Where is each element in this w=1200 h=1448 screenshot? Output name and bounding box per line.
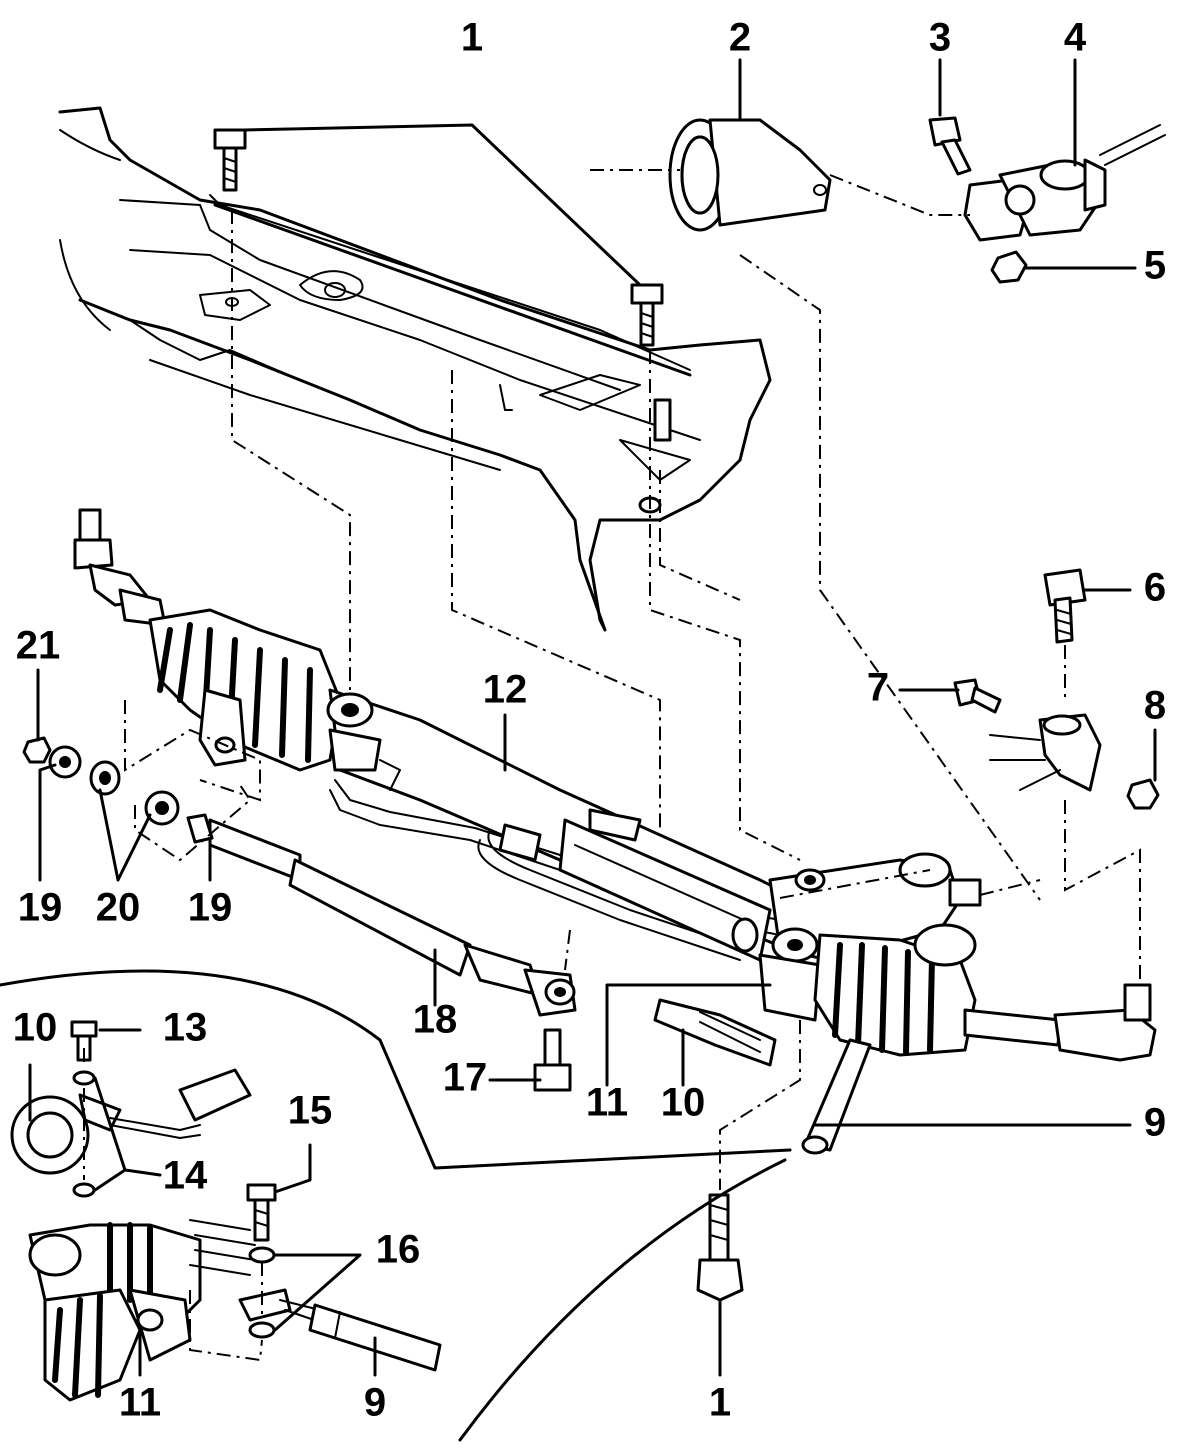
- callout-18: 18: [413, 998, 458, 1042]
- callout-9-inset: 9: [364, 1381, 386, 1425]
- callout-7: 7: [867, 666, 889, 710]
- callout-1-bottom: 1: [709, 1381, 731, 1425]
- callout-19-left: 19: [18, 886, 63, 930]
- callout-1-top: 1: [461, 16, 483, 60]
- callout-11-main: 11: [586, 1081, 628, 1125]
- steering-rack-assembly: [73, 508, 1157, 1062]
- callout-15: 15: [288, 1089, 333, 1133]
- callout-17: 17: [443, 1056, 488, 1100]
- inset-detail: [0, 969, 792, 1442]
- callout-21: 21: [16, 624, 61, 668]
- callout-8: 8: [1144, 684, 1166, 728]
- leader-lines: [28, 58, 1157, 1377]
- fasteners-and-parts: [22, 116, 1166, 1302]
- callout-10-inset: 10: [13, 1006, 58, 1050]
- subframe-crossmember: [58, 106, 772, 632]
- callout-16: 16: [376, 1228, 421, 1272]
- callout-14: 14: [163, 1154, 208, 1198]
- callout-labels: 1 2 3 4 5 6 7 8 21 12 19 20 19 18 17 11 …: [13, 16, 1166, 1425]
- callout-4: 4: [1064, 16, 1087, 60]
- callout-2: 2: [729, 16, 751, 60]
- callout-3: 3: [929, 16, 951, 60]
- callout-5: 5: [1144, 244, 1166, 288]
- alignment-guide-lines: [83, 169, 1141, 1362]
- callout-11-inset: 11: [119, 1381, 161, 1425]
- callout-19-right: 19: [188, 886, 233, 930]
- callout-10-main: 10: [661, 1081, 706, 1125]
- callout-20: 20: [96, 886, 141, 930]
- callout-9-main: 9: [1144, 1101, 1166, 1145]
- callout-12: 12: [483, 668, 528, 712]
- callout-13: 13: [163, 1006, 208, 1050]
- callout-6: 6: [1144, 566, 1166, 610]
